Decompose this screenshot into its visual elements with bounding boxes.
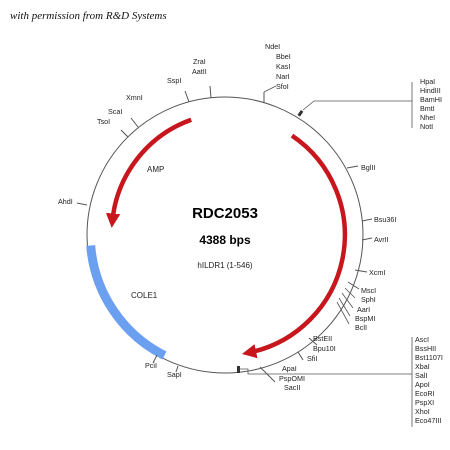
site-leader (338, 297, 351, 317)
mcs-bottom-site: BssHII (415, 344, 436, 353)
site-sfol: SfoI (276, 82, 289, 91)
site-tick (76, 202, 88, 206)
plasmid-size: 4388 bps (199, 233, 251, 247)
site-bglll: BglII (361, 163, 375, 172)
site-xcml: XcmI (369, 268, 385, 277)
insert-label: hILDR1 (1-546) (197, 261, 252, 270)
site-aarl: AarI (357, 305, 370, 314)
site-pspoml: PspOMI (279, 374, 305, 383)
mcs-bottom-site: EcoRI (415, 389, 435, 398)
mcs-top-site: NotI (420, 122, 433, 131)
cole1-label: COLE1 (131, 291, 158, 300)
site-ahdl: AhdI (58, 197, 73, 206)
mcs-bottom-site: SalI (415, 371, 427, 380)
mcs-top-site: HindIII (420, 86, 441, 95)
mcs-bottom-site: Eco47III (415, 416, 441, 425)
site-tick (308, 337, 318, 346)
mcs-bottom-site: XbaI (415, 362, 430, 371)
site-narl: NarI (276, 72, 290, 81)
mcs-bottom-site: Bst1107I (415, 353, 443, 362)
site-pcil: PciI (145, 361, 157, 370)
site-tick (152, 354, 158, 364)
site-tick (259, 366, 276, 383)
mcs-top-marker (297, 109, 304, 117)
site-sapl: SapI (167, 370, 182, 379)
site-tick (354, 269, 368, 273)
permission-note: with permission from R&D Systems (10, 10, 167, 22)
cole1-band (86, 245, 167, 360)
site-tick (297, 351, 304, 361)
site-bcll: BclI (355, 323, 367, 332)
site-aatll: AatII (192, 67, 207, 76)
site-tsol: TsoI (97, 117, 110, 126)
amp-label: AMP (147, 165, 164, 174)
mcs-bottom-site: ApoI (415, 380, 430, 389)
mcs-bottom-site: PspXI (415, 398, 434, 407)
site-zral: ZraI (193, 57, 206, 66)
site-apal: ApaI (282, 364, 297, 373)
site-avrll: AvrII (374, 235, 389, 244)
mcs-top-site: HpaI (420, 77, 435, 86)
mcs-bottom-marker (237, 366, 240, 373)
site-tick (184, 90, 190, 103)
mcs-top-site: NheI (420, 113, 435, 122)
hildr1-insert-arrow (241, 133, 348, 359)
site-mscl: MscI (361, 286, 376, 295)
site-bbel: BbeI (276, 52, 291, 61)
site-tick (361, 218, 373, 222)
site-ndel: NdeI (265, 42, 280, 51)
mcs-top-site: BamHI (420, 95, 442, 104)
mcs-bottom-site: AscI (415, 335, 429, 344)
site-tick (347, 281, 360, 290)
site-tick (130, 117, 139, 128)
plasmid-name: RDC2053 (192, 205, 258, 222)
site-tick (209, 85, 212, 99)
site-tick (346, 165, 359, 169)
site-bpu10l: Bpu10I (313, 344, 336, 353)
site-leader (263, 85, 277, 93)
mcs-top-site: BmtI (420, 104, 435, 113)
amp-arrow (105, 117, 192, 228)
site-leader (336, 301, 350, 325)
site-sacll: SacII (284, 383, 300, 392)
mcs-bottom-site: XhoI (415, 407, 430, 416)
plasmid-backbone (86, 96, 364, 374)
site-sphl: SphI (361, 295, 376, 304)
site-leader (341, 292, 354, 309)
site-tick (120, 129, 129, 138)
site-bspml: BspMI (355, 314, 375, 323)
site-xmnl: XmnI (126, 93, 143, 102)
mcs-bottom-leader (240, 368, 412, 375)
site-scal: ScaI (108, 107, 122, 116)
site-sspl: SspI (167, 76, 181, 85)
site-tick (361, 237, 373, 241)
site-bsu36l: Bsu36I (374, 215, 396, 224)
site-sfil: SfiI (307, 354, 317, 363)
site-bstell: BstEII (313, 334, 332, 343)
site-leader (344, 287, 356, 299)
site-kasl: KasI (276, 62, 290, 71)
site-tick (175, 365, 179, 373)
mcs-top-leader (302, 100, 412, 111)
